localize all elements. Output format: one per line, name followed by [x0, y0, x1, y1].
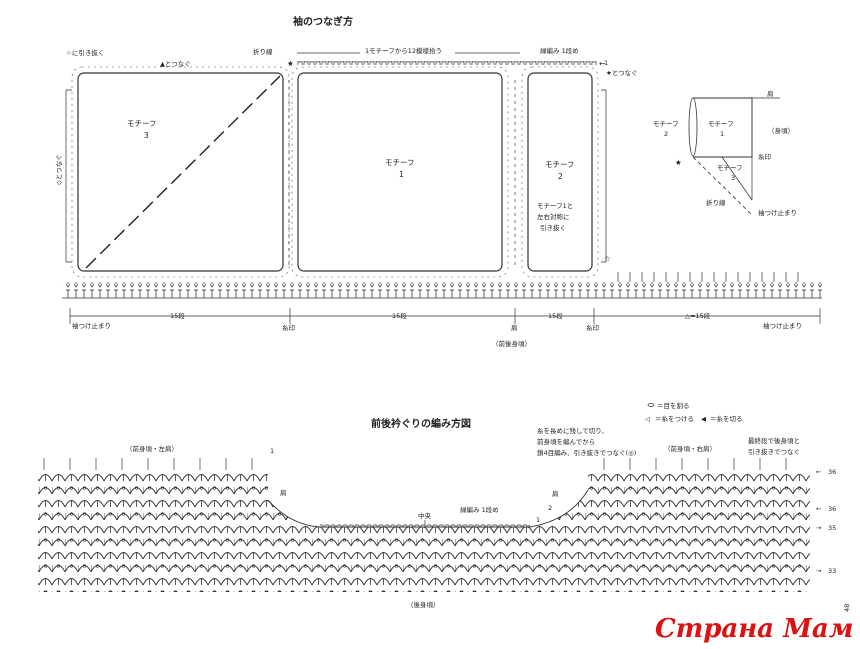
inset-fold-line: 折り線	[706, 198, 726, 207]
star-outline-mark: ☆	[604, 254, 611, 263]
seg2-label: 15段	[392, 311, 407, 320]
inset-m3-name: モチーフ	[717, 164, 743, 172]
shoulder-left-label: 肩	[280, 488, 287, 497]
back-body-label: （後身頃）	[407, 600, 440, 609]
inset-star-icon: ★	[675, 158, 682, 167]
left-bracket	[65, 89, 72, 263]
side-join-label: ◇とつなぐ	[55, 154, 63, 185]
row-33: 33	[828, 567, 836, 575]
inset-m2-num: 2	[664, 130, 668, 138]
pick-up-arrows	[617, 272, 799, 282]
inset-m3-num: 3	[731, 174, 735, 182]
row-33-arrow: →	[816, 567, 822, 575]
row-35-arrow: →	[816, 524, 822, 532]
legend-1: ＝目を割る	[657, 401, 690, 410]
thread-mark-1: 糸印	[282, 323, 295, 332]
motif3-num: 3	[144, 131, 149, 140]
shoulder-label: 肩	[511, 323, 518, 332]
legend-attach-icon: ◁	[645, 415, 650, 423]
body-edge-stitch-row	[62, 282, 822, 298]
legend-split-icon	[647, 403, 655, 407]
site-watermark: Страна Мам . ру	[655, 614, 860, 644]
motif2-name: モチーフ	[545, 160, 575, 169]
sleeve-join-title: 袖のつなぎ方	[292, 15, 353, 28]
note-right-1: 最終段で後身頃と	[748, 436, 800, 445]
seg4-label: △=15段	[685, 311, 711, 320]
motif-3: モチーフ 3	[71, 66, 290, 278]
row-mark-left-1: 1	[270, 447, 274, 455]
thread-mark-2: 糸印	[586, 323, 599, 332]
motif-2: モチーフ 2 モチーフ1と 左右対称に 引き抜く ☆	[521, 66, 611, 278]
row-35: 35	[828, 524, 836, 532]
right-bracket	[601, 89, 607, 263]
inset-shoulder: 肩	[767, 89, 774, 98]
motif1-name: モチーフ	[385, 158, 415, 167]
sleeve-stop-right: 袖つけ止まり	[763, 321, 802, 330]
front-left-label: （前身頃・左肩）	[126, 444, 178, 453]
shoulder-right-label: 肩	[552, 489, 559, 498]
inset-m1-name: モチーフ	[708, 120, 734, 128]
star-pull-label: ☆に引き抜く	[66, 48, 104, 57]
neckline-cutout	[268, 470, 588, 527]
top-arrow-row-left	[43, 458, 253, 470]
fold-diagonal-line	[85, 75, 281, 269]
row-mark-right-1: 1	[536, 516, 540, 524]
body-label: （前後身頃）	[492, 339, 531, 348]
row-36-a: 36	[828, 468, 836, 476]
note-right-2: 引き抜きでつなぐ	[748, 447, 800, 456]
legend-2: ＝糸をつける	[655, 414, 694, 423]
chain-row1-label: 緑編み 1段め	[540, 46, 579, 55]
arrow-left-icon: ←	[599, 59, 605, 68]
row-36-b-arrow: ←	[816, 505, 822, 513]
inset-m1-num: 1	[720, 130, 724, 138]
inset-stop: 袖つけ止まり	[758, 208, 797, 217]
sleeve-stop-left: 袖つけ止まり	[72, 321, 111, 330]
join-left-label: ▲とつなぐ	[160, 60, 191, 68]
neck-chain-row-label: 緑編み 1段め	[460, 505, 499, 514]
seg3-label: 15段	[548, 311, 563, 320]
row-36-a-arrow: ←	[816, 468, 822, 476]
fold-line-label: 折り線	[253, 47, 273, 56]
inset-m2-name: モチーフ	[653, 120, 679, 128]
top-arrow-row-right	[603, 458, 787, 470]
note-left-3: 鎖4目編み、引き抜きでつなぐ(◎)	[537, 448, 636, 457]
seg1-label: 15段	[170, 311, 185, 320]
front-right-label: （前身頃・右肩）	[664, 444, 716, 453]
motif2-num: 2	[558, 172, 563, 181]
front-right-rows	[588, 470, 810, 496]
note-left-2: 前身頃を編んでから	[537, 437, 595, 446]
pick-up-label: 1モチーフから12模様拾う	[365, 46, 442, 55]
star-mark-icon: ★	[287, 59, 294, 68]
motif3-name: モチーフ	[127, 119, 157, 128]
sym-note-2: 左右対称に	[537, 212, 570, 221]
join-right-label: ★とつなぐ	[606, 69, 638, 77]
legend-cut-icon: ◀	[701, 415, 706, 423]
neckline-title: 前後衿ぐりの編み方図	[371, 417, 471, 430]
legend: ＝目を割る ◁ ＝糸をつける ◀ ＝糸を切る	[645, 401, 743, 423]
legend-3: ＝糸を切る	[710, 414, 743, 423]
row-num-label: 1	[604, 59, 608, 67]
top-chain-row	[297, 61, 597, 65]
row-mark-right-2: 2	[548, 504, 552, 512]
page-number: 48	[843, 604, 851, 612]
center-label: 中央	[418, 511, 432, 520]
row-36-b: 36	[828, 505, 836, 513]
sym-note-3: 引き抜く	[540, 223, 566, 232]
inset-diagram: ★ 肩 モチーフ 2 モチーフ 1 （身頃） 糸印 モチーフ 3 折り線 袖つけ…	[653, 89, 797, 217]
inset-thread-mark: 糸印	[758, 152, 771, 161]
sym-note-1: モチーフ1と	[537, 202, 573, 210]
note-left-1: 糸を長めに残して切り、	[537, 426, 608, 435]
inset-body: （身頃）	[768, 126, 794, 135]
motif1-num: 1	[399, 170, 404, 179]
motif-1: モチーフ 1	[291, 66, 509, 278]
front-left-rows	[38, 470, 268, 496]
